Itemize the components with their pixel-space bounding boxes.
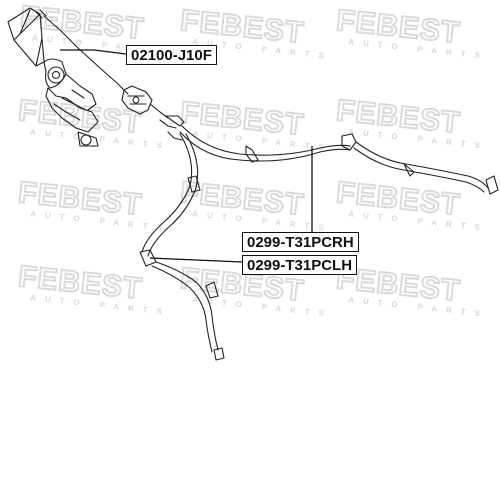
parking-brake-lever-illustration <box>7 7 129 147</box>
part-number-label-lever: 02100-J10F <box>126 45 217 65</box>
part-number-label-rh: 0299-T31PCRH <box>242 232 359 252</box>
leader-line-lever <box>60 49 127 55</box>
equalizer-illustration <box>121 85 185 141</box>
leader-line-lh <box>149 257 243 263</box>
left-rear-cable-illustration <box>139 133 225 361</box>
part-number-label-lh: 0299-T31PCLH <box>242 255 358 275</box>
right-rear-cable-illustration <box>179 125 499 195</box>
